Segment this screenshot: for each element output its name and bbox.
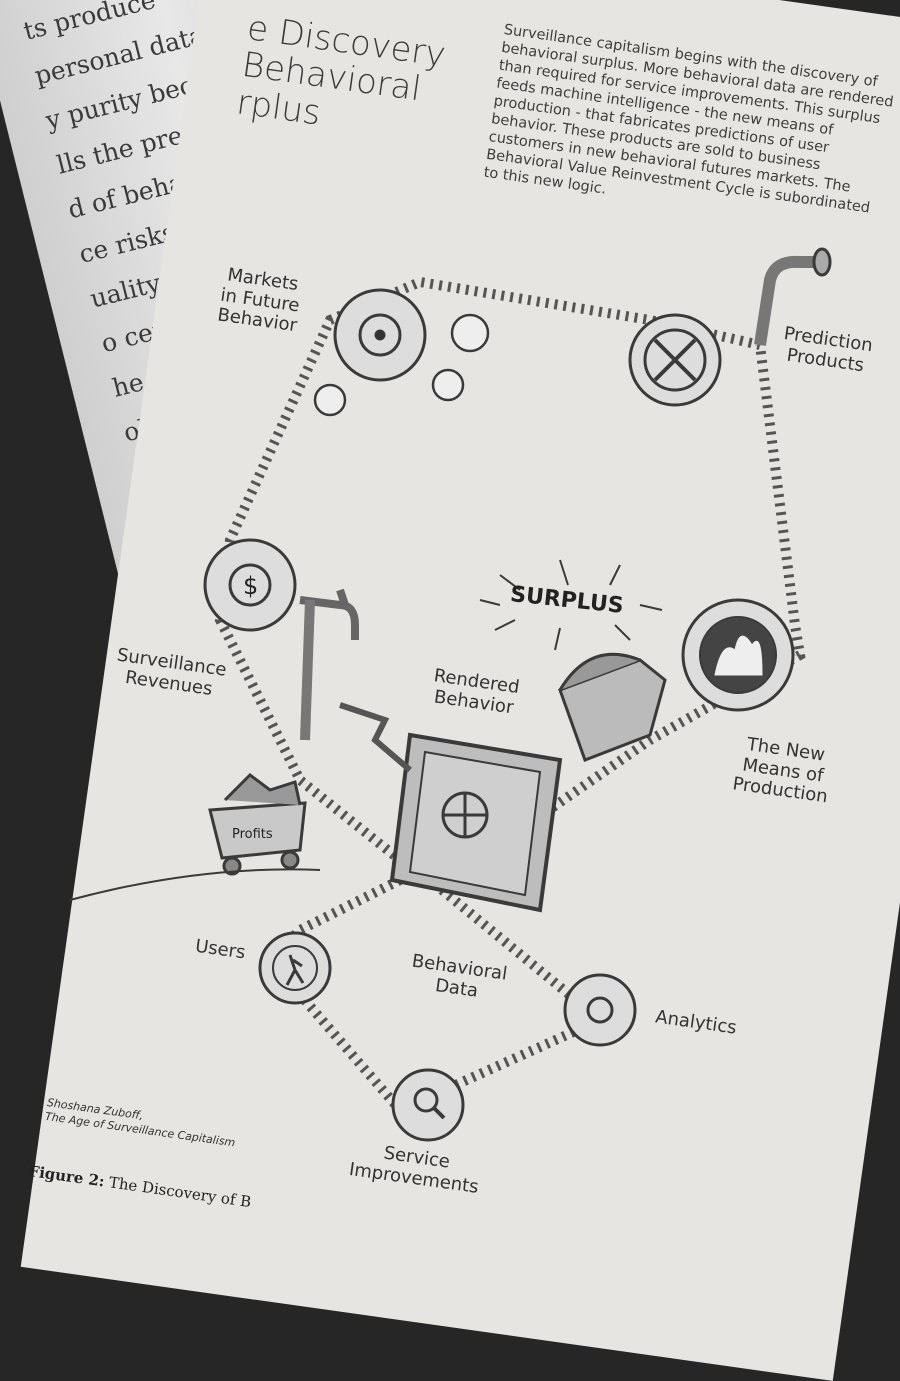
clock-icon [433, 370, 463, 400]
surveillance-cycle-diagram: $ [0, 0, 900, 1200]
mine-cart-icon: Profits [210, 775, 305, 874]
clock-icon [452, 315, 488, 351]
label-new-means: The New Means of Production [731, 734, 834, 809]
profits-label: Profits [232, 827, 273, 842]
gear-prediction-icon [630, 315, 720, 405]
service-gear-icon [393, 1070, 463, 1140]
gear-revenues-icon: $ [205, 540, 295, 630]
safe-icon [392, 735, 560, 910]
funnel-icon [340, 705, 410, 770]
faucet-pipe [305, 600, 310, 740]
label-markets: Markets in Future Behavior [216, 265, 304, 338]
book-photo: ts producepersonal data. What?y purity b… [0, 0, 900, 1200]
users-gear-icon [260, 933, 330, 1003]
gear-markets-icon [335, 290, 425, 380]
treasure-chest-icon [560, 654, 665, 760]
fire-gear-icon [683, 600, 793, 710]
gauge-icon [315, 385, 345, 415]
ground-line [70, 869, 320, 900]
analytics-gear-icon [565, 975, 635, 1045]
dollar-sign-icon: $ [243, 572, 258, 600]
